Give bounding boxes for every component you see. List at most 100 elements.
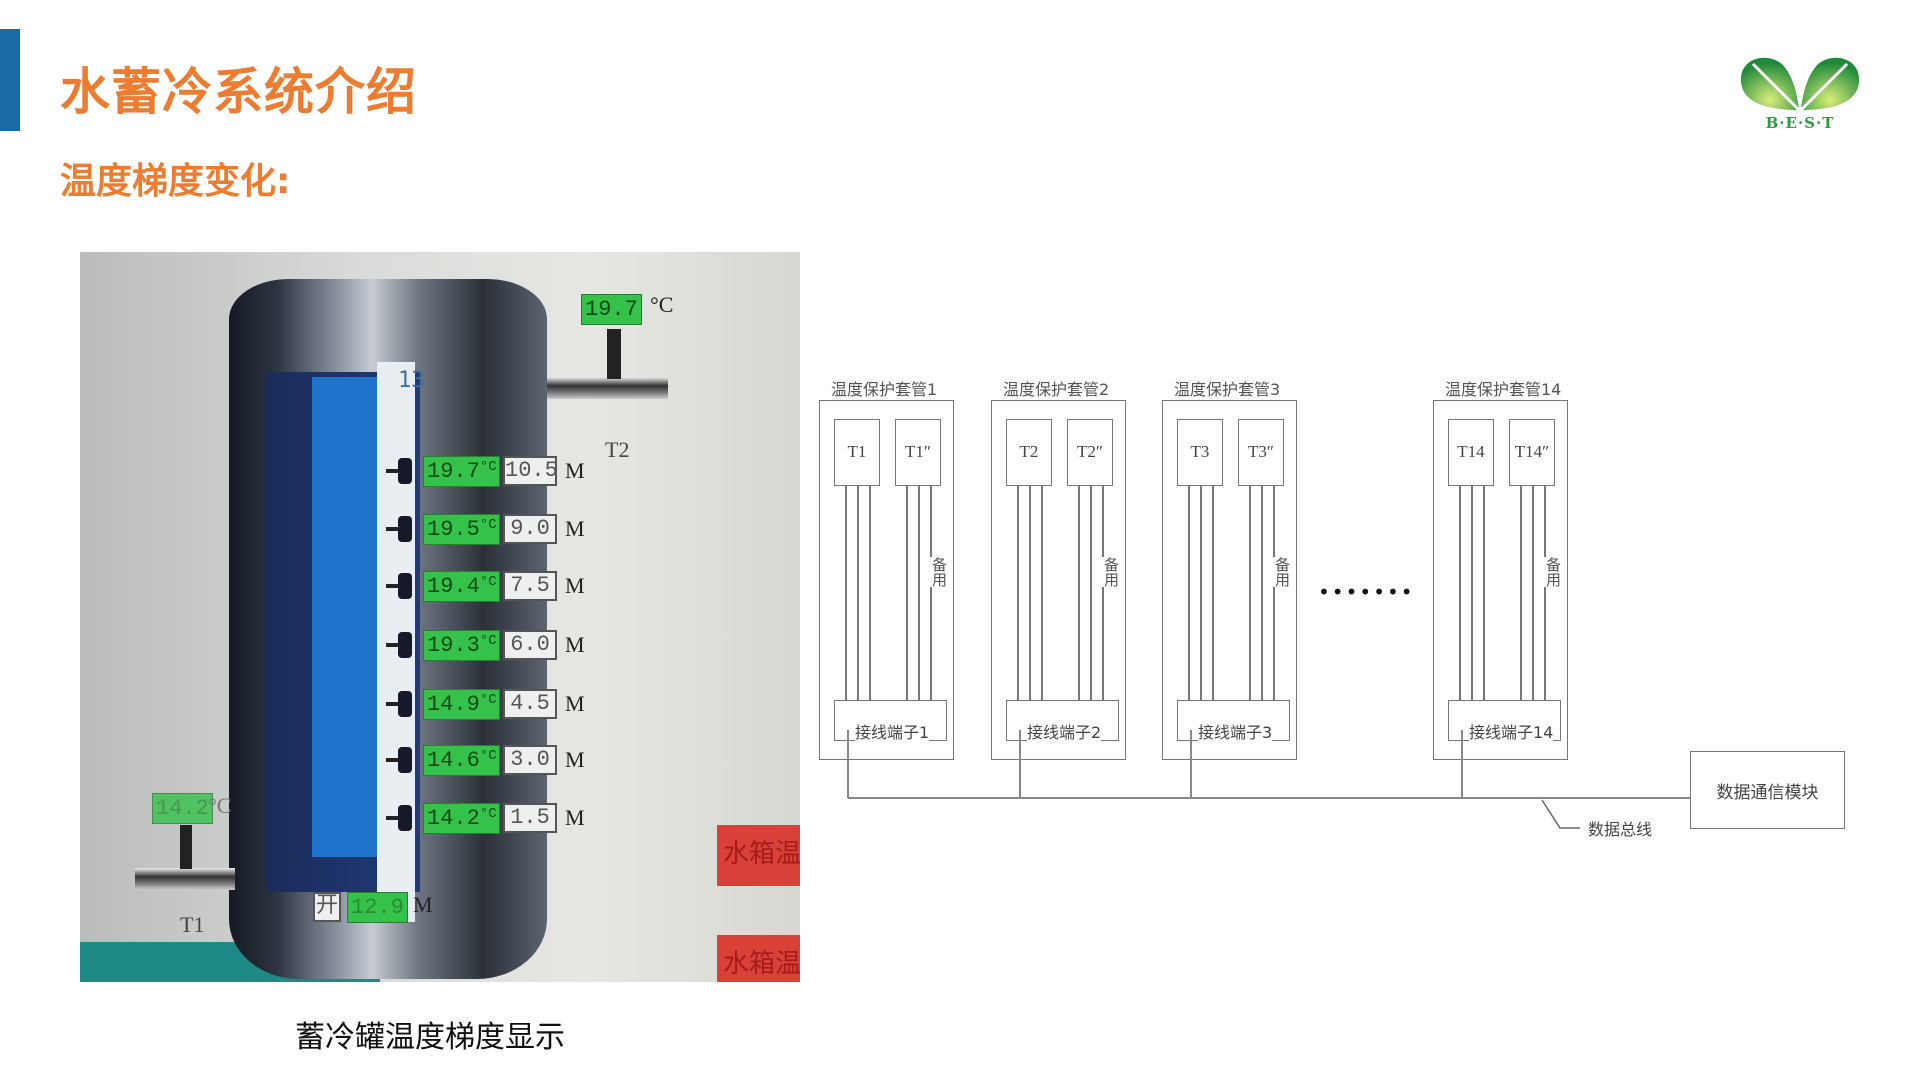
ellipsis: ••••••• xyxy=(1318,580,1415,604)
bus-drop-line xyxy=(847,730,849,798)
t1-sensor-icon xyxy=(180,825,192,869)
temp-sensor-icon xyxy=(386,632,412,658)
sensor-box: T1 xyxy=(834,419,880,486)
tank-depth-readout: 3.0 xyxy=(503,745,557,775)
sensor-wire xyxy=(1459,486,1461,700)
temp-sensor-icon xyxy=(386,458,412,484)
photo-caption: 蓄冷罐温度梯度显示 xyxy=(295,1020,565,1055)
sensor-wire xyxy=(1029,486,1031,700)
sensor-wire xyxy=(1261,486,1263,700)
sensor-box: T3 xyxy=(1177,419,1223,486)
t2-unit: °C xyxy=(650,292,674,317)
spare-label: 备用 xyxy=(929,557,950,587)
tank-depth-readout: 4.5 xyxy=(503,689,557,719)
tank-temp-readout: 14.9°C xyxy=(423,689,500,720)
tank-temperature-photo: 13 19.7°C 10.5 M 19.5°C 9.0 M 19.4°C 7.5… xyxy=(80,252,800,982)
tank-temp-readout: 19.7°C xyxy=(423,456,500,487)
sensor-wire xyxy=(906,486,908,700)
bus-leader-line xyxy=(1541,799,1580,829)
sensor-wire xyxy=(1090,486,1092,700)
terminal-block: 接线端子1 xyxy=(834,700,947,742)
level-prefix: 开 xyxy=(313,892,341,922)
sensor-wire xyxy=(1532,486,1534,700)
sensor-wire xyxy=(1471,486,1473,700)
tank-temp-readout: 19.5°C xyxy=(423,514,500,545)
depth-unit: M xyxy=(565,691,585,716)
temp-sensor-icon xyxy=(386,747,412,773)
sensor-wire xyxy=(1483,486,1485,700)
sensor-wire xyxy=(1212,486,1214,700)
sensor-wire xyxy=(857,486,859,700)
temp-sensor-icon xyxy=(386,691,412,717)
data-bus-line xyxy=(848,797,1690,799)
temp-sensor-icon xyxy=(386,516,412,542)
best-logo: B·E·S·T xyxy=(1735,48,1865,138)
title-accent-bar xyxy=(0,29,20,131)
page-title: 水蓄冷系统介绍 xyxy=(60,63,417,121)
tank-temp-readout: 14.6°C xyxy=(423,745,500,776)
depth-unit: M xyxy=(565,516,585,541)
tank-temp-readout: 14.2°C xyxy=(423,803,500,834)
t1-label: T1 xyxy=(180,912,205,937)
depth-unit: M xyxy=(565,747,585,772)
module-label: 数据通信模块 xyxy=(1716,782,1819,803)
sensor-box-spare: T14″ xyxy=(1509,419,1555,486)
protection-tube-title: 温度保护套管1 xyxy=(831,380,938,399)
sensor-wire xyxy=(1017,486,1019,700)
bus-drop-line xyxy=(1461,730,1463,798)
red-button: 水箱温 xyxy=(717,935,800,982)
t1-temp-readout: 14.2 xyxy=(152,793,213,824)
bus-label: 数据总线 xyxy=(1588,820,1653,839)
tank-depth-readout: 7.5 xyxy=(503,571,557,601)
t2-temp-readout: 19.7 xyxy=(581,294,642,325)
sensor-wire xyxy=(1273,486,1275,700)
scale-max-label: 13 xyxy=(398,368,425,393)
tank-depth-readout: 6.0 xyxy=(503,630,557,660)
sensor-wire xyxy=(930,486,932,700)
section-subtitle: 温度梯度变化: xyxy=(60,161,291,202)
sensor-box-spare: T1″ xyxy=(895,419,941,486)
tank-temp-readout: 19.3°C xyxy=(423,630,500,661)
inlet-pipe-t1 xyxy=(135,868,235,890)
red-button: 水箱温 xyxy=(717,825,800,886)
tank-depth-readout: 9.0 xyxy=(503,514,557,544)
sensor-wire xyxy=(869,486,871,700)
sensor-wire xyxy=(1520,486,1522,700)
protection-tube-title: 温度保护套管3 xyxy=(1174,380,1281,399)
sensor-wire xyxy=(1544,486,1546,700)
depth-unit: M xyxy=(565,458,585,483)
sensor-wire xyxy=(1078,486,1080,700)
sensor-wire xyxy=(1102,486,1104,700)
terminal-block: 接线端子2 xyxy=(1006,700,1119,742)
depth-unit: M xyxy=(565,632,585,657)
level-readout: 12.9 xyxy=(347,892,408,923)
sensor-wire xyxy=(918,486,920,700)
sensor-wire xyxy=(1200,486,1202,700)
leaf-logo-icon xyxy=(1740,57,1860,112)
sensor-box: T2 xyxy=(1006,419,1052,486)
sensor-box: T14 xyxy=(1448,419,1494,486)
water-level-bar xyxy=(312,377,377,857)
level-unit: M xyxy=(413,892,433,917)
t1-unit: °C xyxy=(208,793,232,818)
sensor-box-spare: T3″ xyxy=(1238,419,1284,486)
spare-label: 备用 xyxy=(1543,557,1564,587)
protection-tube-title: 温度保护套管2 xyxy=(1003,380,1110,399)
t2-label: T2 xyxy=(605,437,630,462)
logo-text: B·E·S·T xyxy=(1765,114,1835,132)
sensor-wire xyxy=(1188,486,1190,700)
bus-drop-line xyxy=(1190,730,1192,798)
depth-unit: M xyxy=(565,573,585,598)
data-comm-module: 数据通信模块 xyxy=(1690,751,1845,829)
terminal-block: 接线端子14 xyxy=(1448,700,1561,742)
sensor-box-spare: T2″ xyxy=(1067,419,1113,486)
tank-temp-readout: 19.4°C xyxy=(423,571,500,602)
sensor-wire xyxy=(845,486,847,700)
temp-sensor-icon xyxy=(386,805,412,831)
protection-tube-title: 温度保护套管14 xyxy=(1445,380,1562,399)
depth-unit: M xyxy=(565,805,585,830)
bus-drop-line xyxy=(1019,730,1021,798)
spare-label: 备用 xyxy=(1272,557,1293,587)
temp-sensor-icon xyxy=(386,573,412,599)
outlet-pipe-t2 xyxy=(547,377,668,399)
